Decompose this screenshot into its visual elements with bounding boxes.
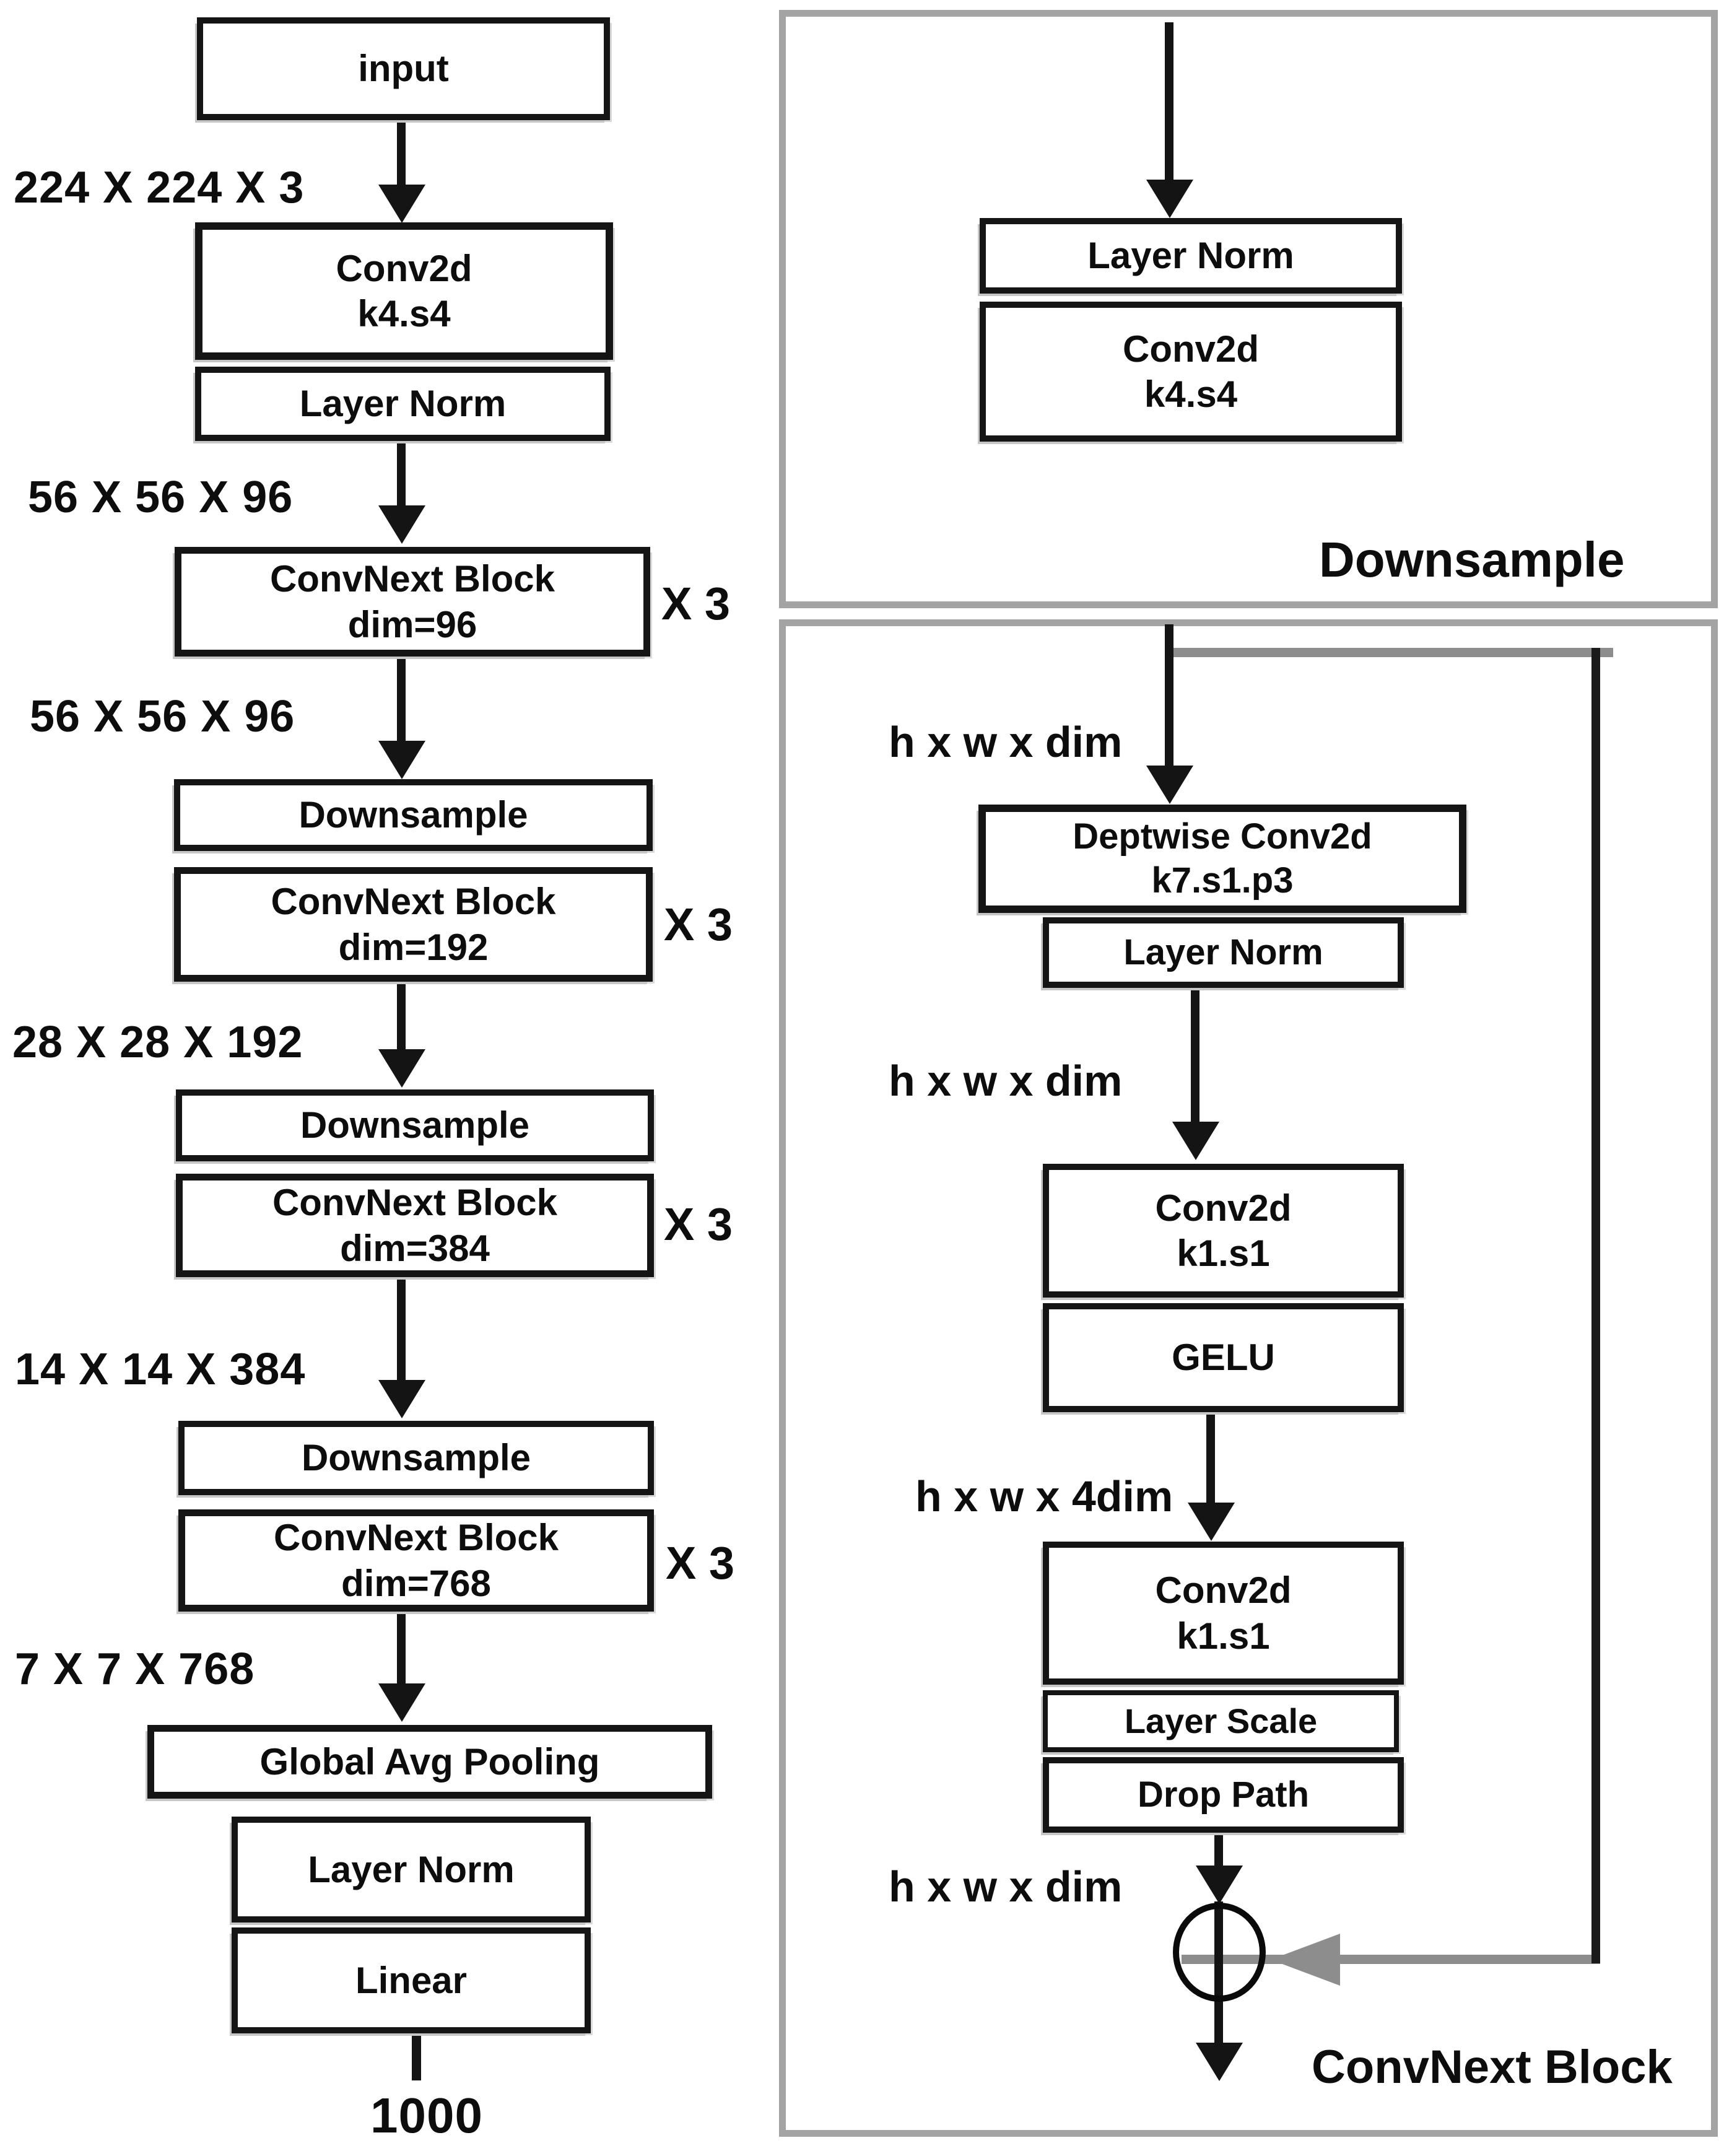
dim-label-out: h x w x dim	[889, 1862, 1123, 1911]
repeat-label-x3: X 3	[664, 1198, 733, 1250]
head-linear-label: Linear	[355, 1959, 468, 2001]
stage3-downsample-label: Downsample	[300, 1104, 530, 1146]
arrow-down-icon	[378, 741, 425, 779]
input-label: input	[358, 48, 449, 90]
stage1-line2: dim=96	[347, 603, 477, 645]
arrow-down-icon	[1146, 180, 1193, 218]
stage4-line2: dim=768	[341, 1562, 491, 1604]
arrow-down-icon	[378, 1380, 425, 1418]
gelu-box: GELU	[1043, 1303, 1404, 1412]
downsample-panel-layernorm-label: Layer Norm	[1087, 235, 1294, 277]
stage3-convnext-box: ConvNext Block dim=384	[176, 1174, 654, 1277]
downsample-panel-conv-line1: Conv2d	[1122, 328, 1260, 370]
stage4-downsample-label: Downsample	[301, 1437, 531, 1479]
stem-conv-line2: k4.s4	[357, 293, 451, 334]
depthwise-conv-box: Deptwise Conv2d k7.s1.p3	[978, 805, 1466, 913]
block-arrow-line	[1214, 1833, 1223, 1869]
dim-label-224: 224 X 224 X 3	[14, 163, 305, 212]
head-linear-box: Linear	[232, 1927, 591, 2033]
block-layernorm-box: Layer Norm	[1043, 917, 1404, 988]
global-avg-pooling-box: Global Avg Pooling	[147, 1725, 712, 1799]
downsample-panel-layernorm-box: Layer Norm	[980, 218, 1402, 294]
pointwise-conv1-box: Conv2d k1.s1	[1043, 1164, 1404, 1298]
dim-label-mid: h x w x dim	[889, 1057, 1123, 1105]
dim-label-7: 7 X 7 X 768	[15, 1644, 255, 1694]
arrow-down-icon	[1172, 1122, 1219, 1160]
stage3-line1: ConvNext Block	[272, 1182, 558, 1224]
head-layernorm-box: Layer Norm	[232, 1817, 591, 1923]
head-layernorm-label: Layer Norm	[308, 1848, 515, 1890]
layer-scale-box: Layer Scale	[1043, 1690, 1399, 1752]
dim-label-56a: 56 X 56 X 96	[28, 473, 294, 522]
stage2-downsample-label: Downsample	[298, 794, 528, 836]
arrow-down-icon	[378, 505, 425, 544]
stage3-line2: dim=384	[340, 1227, 490, 1269]
pointwise-conv2-line2: k1.s1	[1177, 1615, 1270, 1657]
repeat-label-x3: X 3	[666, 1537, 735, 1589]
drop-path-label: Drop Path	[1137, 1774, 1310, 1815]
stage2-convnext-box: ConvNext Block dim=192	[174, 867, 653, 982]
arrow-down-icon	[1188, 1503, 1235, 1541]
convnext-panel-caption: ConvNext Block	[1312, 2041, 1673, 2093]
stage4-convnext-box: ConvNext Block dim=768	[178, 1509, 654, 1612]
stage1-line1: ConvNext Block	[269, 558, 555, 600]
dim-label-14: 14 X 14 X 384	[15, 1345, 306, 1394]
arrow-down-icon	[378, 185, 425, 223]
flow-arrow-line	[397, 1612, 406, 1686]
global-avg-pooling-label: Global Avg Pooling	[259, 1740, 600, 1783]
stage3-downsample-box: Downsample	[176, 1089, 654, 1161]
downsample-panel-conv-line2: k4.s4	[1144, 373, 1238, 415]
num-classes-label: 1000	[370, 2088, 483, 2143]
flow-arrow-line	[397, 119, 406, 187]
block-panel-entry-arrow-line	[1165, 624, 1173, 768]
arrow-down-icon	[1196, 2043, 1243, 2081]
stem-layernorm-box: Layer Norm	[195, 367, 611, 441]
flow-arrow-line	[397, 441, 406, 508]
arrow-left-gray-icon	[1271, 1934, 1340, 1986]
arrow-down-icon	[378, 1683, 425, 1722]
downsample-panel-arrow-line	[1165, 22, 1173, 182]
arrow-down-icon	[1196, 1866, 1243, 1904]
skip-connection-top-line	[1165, 648, 1613, 657]
stem-layernorm-label: Layer Norm	[299, 383, 507, 425]
input-box: input	[197, 17, 610, 120]
stage2-line1: ConvNext Block	[271, 881, 556, 923]
dim-label-56b: 56 X 56 X 96	[30, 692, 295, 741]
pointwise-conv2-box: Conv2d k1.s1	[1043, 1542, 1404, 1685]
flow-arrow-line	[397, 1277, 406, 1382]
depthwise-conv-line1: Deptwise Conv2d	[1073, 816, 1372, 857]
flow-arrow-line	[397, 657, 406, 743]
stage4-line1: ConvNext Block	[273, 1517, 559, 1559]
pointwise-conv1-line2: k1.s1	[1177, 1233, 1270, 1274]
stem-conv-line1: Conv2d	[336, 247, 472, 289]
repeat-label-x3: X 3	[661, 578, 731, 629]
block-arrow-line	[1191, 988, 1199, 1124]
arrow-down-icon	[378, 1049, 425, 1088]
stage2-downsample-box: Downsample	[174, 779, 653, 851]
block-layernorm-label: Layer Norm	[1123, 932, 1323, 972]
stage1-convnext-box: ConvNext Block dim=96	[175, 547, 650, 657]
pointwise-conv2-line1: Conv2d	[1155, 1569, 1292, 1612]
arrow-down-icon	[1146, 766, 1193, 804]
downsample-panel-conv-box: Conv2d k4.s4	[980, 302, 1402, 442]
stem-conv-box: Conv2d k4.s4	[195, 222, 613, 360]
dim-label-in: h x w x dim	[889, 718, 1123, 766]
layer-scale-label: Layer Scale	[1124, 1701, 1318, 1740]
drop-path-box: Drop Path	[1043, 1757, 1404, 1833]
repeat-label-x3: X 3	[664, 899, 733, 950]
stage4-downsample-box: Downsample	[178, 1421, 654, 1495]
gelu-label: GELU	[1172, 1337, 1275, 1379]
flow-arrow-line	[397, 982, 406, 1052]
dim-label-expand: h x w x 4dim	[915, 1472, 1173, 1521]
add-merge-icon	[1173, 1903, 1266, 2002]
block-arrow-line	[1206, 1412, 1215, 1505]
output-stub-line	[412, 2033, 421, 2080]
depthwise-conv-line2: k7.s1.p3	[1151, 860, 1294, 901]
pointwise-conv1-line1: Conv2d	[1155, 1187, 1292, 1229]
stage2-line2: dim=192	[338, 926, 489, 968]
downsample-panel-caption: Downsample	[1319, 532, 1625, 587]
dim-label-28: 28 X 28 X 192	[12, 1018, 303, 1067]
skip-connection-vertical-line	[1591, 648, 1600, 1963]
